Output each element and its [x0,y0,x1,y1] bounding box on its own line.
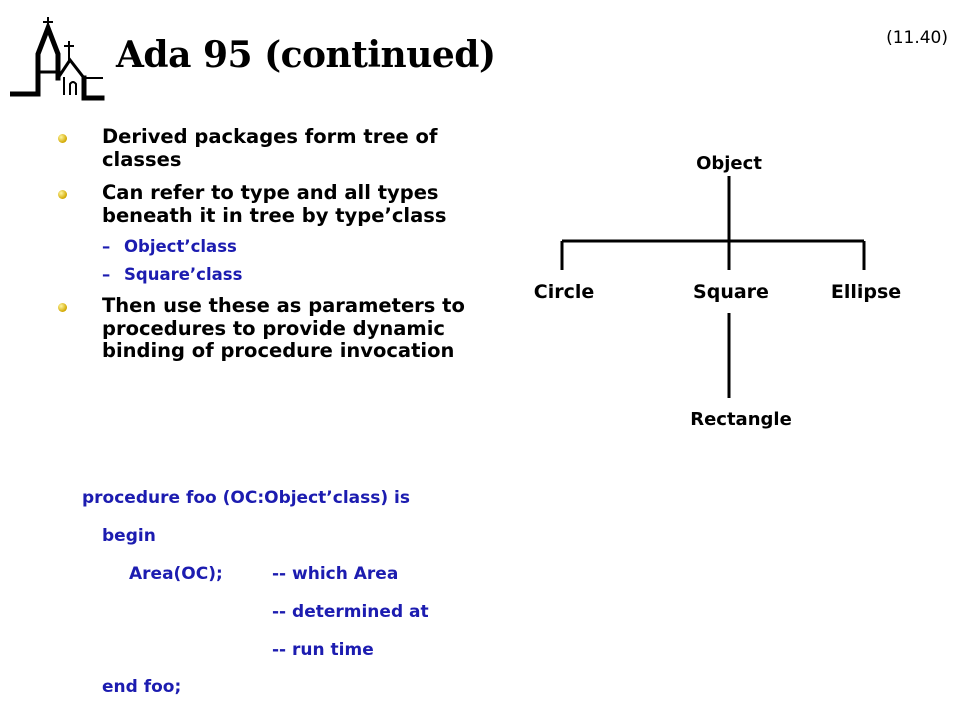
code-statement: Area(OC); [129,564,223,584]
dash-icon: – [102,265,111,284]
code-comment: -- which Area [272,564,399,584]
code-comment: -- run time [272,640,374,660]
tree-node-circle: Circle [533,281,595,303]
bullet-dot-icon [58,190,67,199]
bullet-dot-icon [58,303,67,312]
tree-node-object: Object [696,153,762,174]
code-line: begin [102,526,156,546]
dash-icon: – [102,237,111,256]
bullet-item: Derived packages form tree of classes [58,125,488,171]
code-line: end foo; [102,677,182,697]
sub-bullet-item: –Square’class [102,265,488,284]
code-comment: -- determined at [272,602,429,622]
bullet-text: Derived packages form tree of classes [102,125,438,171]
bullet-dot-icon [58,134,67,143]
slide-number: (11.40) [886,28,948,48]
slide-title: Ada 95 (continued) [116,34,496,76]
code-line: procedure foo (OC:Object’class) is [82,488,410,508]
bullet-item: Then use these as parameters to procedur… [58,294,488,363]
tree-node-ellipse: Ellipse [830,281,902,303]
tree-node-rectangle: Rectangle [690,409,792,430]
sub-bullet-list: –Object’class –Square’class [102,237,488,284]
bullet-list: Derived packages form tree of classes Ca… [58,125,488,374]
church-logo-icon [10,17,105,101]
bullet-text: Can refer to type and all types beneath … [102,181,447,227]
sub-bullet-text: Square’class [124,265,243,284]
bullet-text: Then use these as parameters to procedur… [102,294,465,362]
bullet-item: Can refer to type and all types beneath … [58,181,488,284]
sub-bullet-text: Object’class [124,237,237,256]
sub-bullet-item: –Object’class [102,237,488,256]
tree-node-square: Square [693,281,769,303]
